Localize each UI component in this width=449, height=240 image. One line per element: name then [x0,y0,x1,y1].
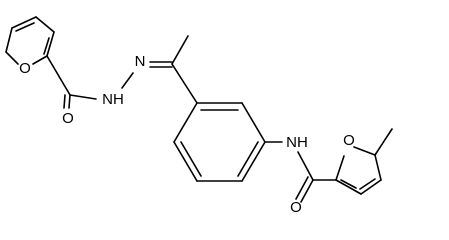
atom-label-furan-o-right: O [343,132,355,149]
bond [171,63,198,104]
bond [180,141,202,177]
atom-label-carbonyl-o-left: O [62,110,74,127]
bond [63,94,66,109]
bond [5,27,13,53]
bond [32,55,48,65]
atom-label-hydrazide-nh: NH [102,91,124,108]
bond [35,16,55,33]
molecule-drawing: O O NH N NH O [5,16,393,216]
structure-diagram: O O NH N NH O [5,16,393,216]
furan-ring-left [5,16,55,65]
atom-label-amide-nh: NH [286,134,308,151]
bond [335,179,362,195]
bond [121,72,134,89]
furan-ring-right [335,146,382,195]
bond [46,55,71,96]
atom-label-hydrazone-n: N [135,53,146,70]
atom-label-carbonyl-o-right: O [290,199,302,212]
methyl-bond-top [171,35,189,65]
bond [360,179,382,195]
bond [374,154,382,181]
bond [359,178,376,190]
bond [353,146,376,156]
bond [237,141,259,177]
bond [335,155,345,181]
hydrazone-double-bond [149,61,173,68]
bond [68,94,71,109]
bond [297,151,314,181]
bond [340,179,357,189]
carbonyl-left [46,55,97,109]
bond [11,16,37,29]
bond [69,94,97,100]
bond [5,51,19,65]
bond [300,179,314,203]
bond [241,141,266,182]
methyl-bond-right [374,128,393,156]
bond [241,102,266,143]
benzene-ring [173,102,266,182]
bond [15,22,35,32]
bond [295,176,309,200]
carbonyl-right [295,176,314,203]
bond [173,141,198,182]
bond [173,102,198,143]
bond [46,31,55,57]
atom-label-furan-o-left: O [19,60,31,77]
bond [43,37,50,55]
